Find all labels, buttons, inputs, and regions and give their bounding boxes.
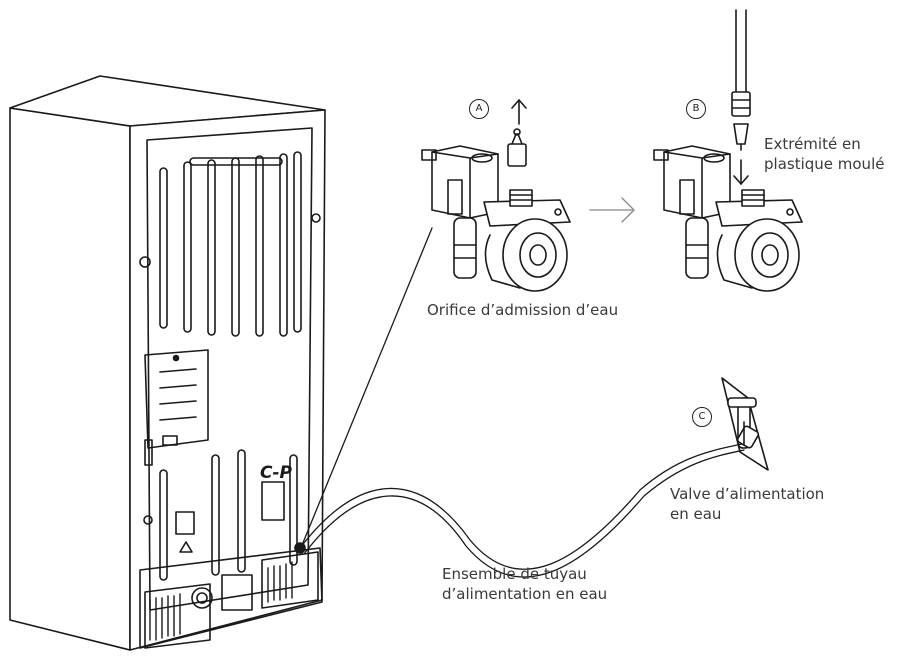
step-marker-a: A — [469, 99, 489, 119]
refrigerator-rear: C-P — [9, 75, 326, 651]
back-bracket — [144, 349, 209, 449]
compressor-compartment — [139, 542, 323, 649]
supply-valve — [721, 377, 769, 471]
step-marker-c: C — [692, 407, 712, 427]
cp-stencil: C-P — [260, 463, 293, 483]
arrow-up-icon — [511, 99, 527, 125]
back-panel-ribs — [159, 151, 302, 581]
water-supply-line — [299, 443, 745, 578]
callout-line — [299, 227, 433, 551]
arrow-down-icon — [733, 159, 749, 185]
water-valve-b — [653, 145, 803, 292]
label-line-kit-line2: d’alimentation en eau — [442, 585, 608, 603]
water-tube-tip — [731, 9, 751, 151]
label-molded-tip-line2: plastique moulé — [764, 155, 885, 173]
label-molded-tip-line1: Extrémité en — [764, 135, 861, 153]
water-valve-a — [421, 128, 571, 292]
step-marker-b: B — [686, 99, 706, 119]
arrow-right-icon — [589, 197, 635, 223]
label-supply-valve-line1: Valve d’alimentation — [670, 485, 825, 503]
label-supply-valve-line2: en eau — [670, 505, 722, 523]
label-inlet: Orifice d’admission d’eau — [427, 301, 619, 319]
label-line-kit-line1: Ensemble de tuyau — [442, 565, 587, 583]
